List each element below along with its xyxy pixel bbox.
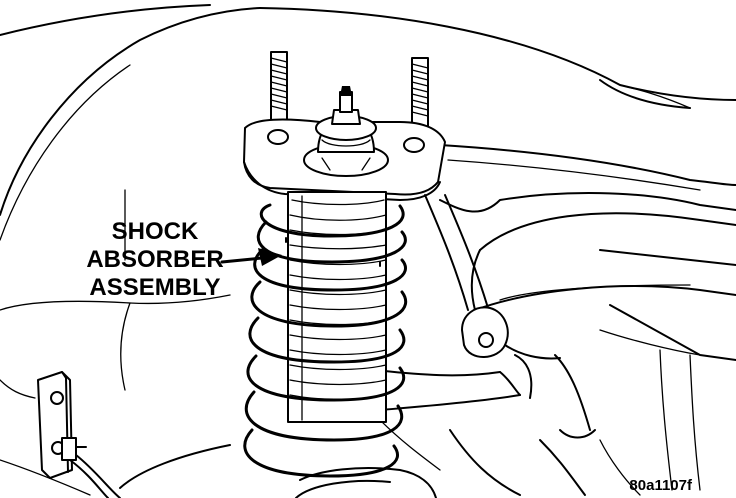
callout-arrow — [220, 248, 282, 266]
strut-tower-surface — [259, 7, 736, 191]
top-mount-isolator — [303, 86, 389, 177]
shock-absorber-callout: SHOCK ABSORBER ASSEMBLY — [80, 218, 230, 302]
lower-control-arm — [439, 192, 736, 491]
lower-spring-seat — [295, 467, 437, 498]
shock-absorber-body — [287, 191, 387, 423]
coil-spring — [243, 203, 408, 478]
wheel-well-outline — [0, 4, 261, 496]
callout-line-1: SHOCK — [111, 218, 199, 245]
figure-reference-code: 80a1107f — [629, 477, 692, 494]
callout-line-3: ASSEMBLY — [89, 274, 221, 301]
callout-line-2: ABSORBER — [86, 246, 224, 273]
shock-bracket — [424, 194, 561, 360]
brake-line-bracket — [37, 371, 121, 498]
